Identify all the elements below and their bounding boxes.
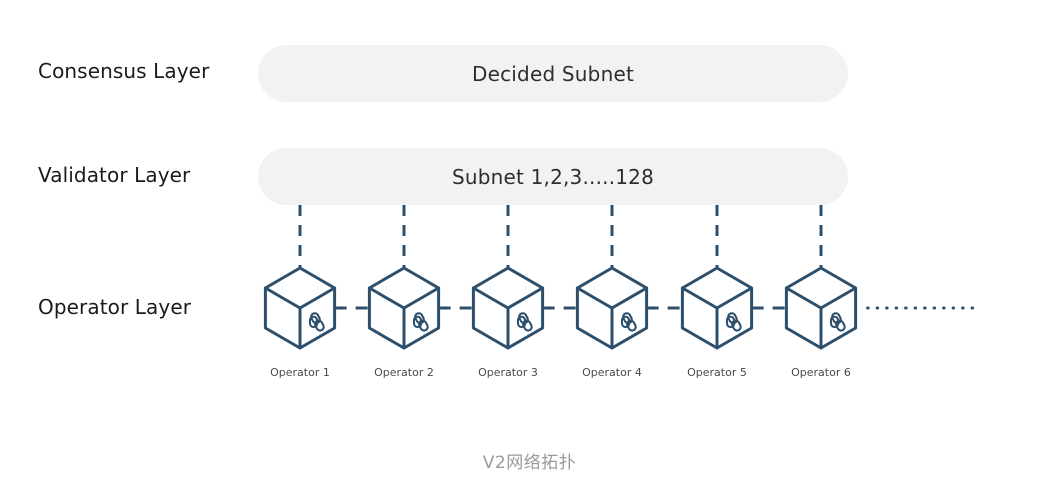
consensus-layer-pill: Decided Subnet [258, 45, 848, 102]
cube-chain-icon [784, 266, 858, 350]
cube-chain-icon [471, 266, 545, 350]
validator-to-operator-connectors [298, 205, 823, 268]
operator-caption-2: Operator 2 [374, 366, 434, 379]
cube-chain-icon [680, 266, 754, 350]
figure-caption: V2网络拓扑 [482, 453, 577, 473]
operator-node-6[interactable] [784, 266, 858, 350]
operator-caption-3: Operator 3 [478, 366, 538, 379]
cube-chain-icon [367, 266, 441, 350]
cube-chain-icon [263, 266, 337, 350]
operator-node-3[interactable] [471, 266, 545, 350]
operator-node-4[interactable] [575, 266, 649, 350]
operator-caption-1: Operator 1 [270, 366, 330, 379]
operator-node-2[interactable] [367, 266, 441, 350]
operator-caption-6: Operator 6 [791, 366, 851, 379]
operator-node-1[interactable] [263, 266, 337, 350]
operator-caption-5: Operator 5 [687, 366, 747, 379]
operator-node-5[interactable] [680, 266, 754, 350]
operator-caption-4: Operator 4 [582, 366, 642, 379]
layer-label-validator: Validator Layer [38, 163, 191, 187]
validator-layer-pill: Subnet 1,2,3.....128 [258, 148, 848, 205]
layer-label-operator: Operator Layer [38, 295, 192, 319]
layer-label-consensus: Consensus Layer [38, 59, 210, 83]
cube-chain-icon [575, 266, 649, 350]
consensus-pill-label: Decided Subnet [472, 61, 634, 86]
validator-pill-label: Subnet 1,2,3.....128 [451, 164, 655, 189]
